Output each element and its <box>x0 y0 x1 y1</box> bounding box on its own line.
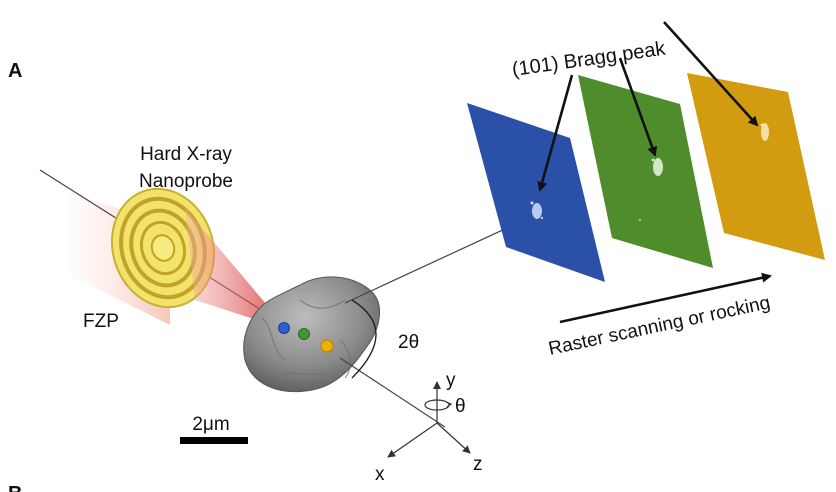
scan-label: Raster scanning or rocking <box>547 292 772 360</box>
two-theta-arc <box>351 299 377 379</box>
fzp-label: FZP <box>83 311 119 332</box>
source-title-line2: Nanoprobe <box>139 171 233 192</box>
axis-label-z: z <box>473 454 483 475</box>
panel-label-a: A <box>8 60 22 82</box>
spot-green <box>298 328 310 340</box>
focused-beam-cone <box>185 208 288 330</box>
two-theta-label: 2θ <box>398 332 419 353</box>
axis-label-theta: θ <box>455 396 466 417</box>
bragg-arrow-green <box>618 57 657 157</box>
detector-gold <box>687 73 825 260</box>
spot-blue <box>278 322 290 334</box>
sample-particle <box>243 276 381 393</box>
scale-bar <box>180 437 248 444</box>
axis-label-y: y <box>446 370 456 391</box>
scale-bar-label: 2μm <box>192 414 229 435</box>
detector-blue <box>467 103 605 282</box>
bragg-arrow-gold <box>663 21 759 127</box>
source-title-line1: Hard X-ray <box>140 144 232 165</box>
transmitted-beam-line <box>339 357 446 428</box>
spot-gold <box>320 339 334 353</box>
particle-texture <box>261 299 352 379</box>
axis-label-x: x <box>375 464 385 485</box>
panel-label-b: B <box>8 483 22 492</box>
coordinate-axes <box>387 381 471 458</box>
detector-green <box>578 75 713 268</box>
bragg-peak-label: (101) Bragg peak <box>511 38 668 81</box>
scan-direction-arrow <box>559 272 772 324</box>
bragg-arrow-blue <box>537 74 574 192</box>
